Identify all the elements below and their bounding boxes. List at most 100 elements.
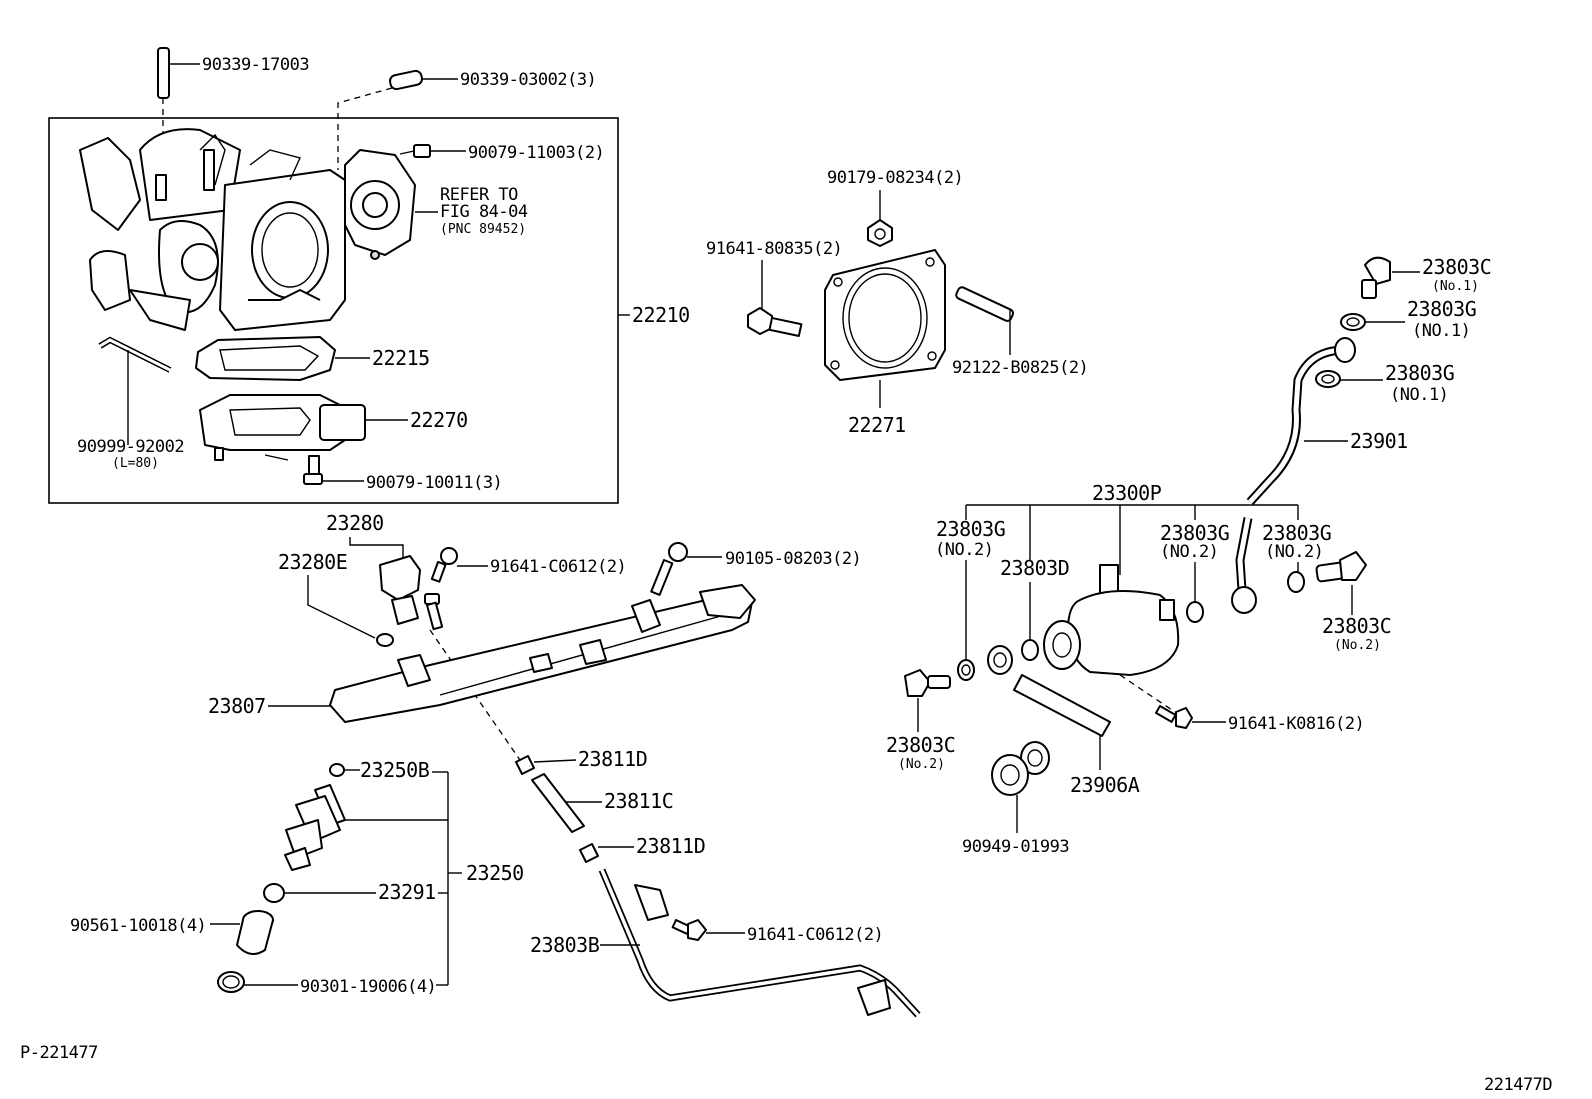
part-23250-fuel-injector[interactable] <box>284 784 346 871</box>
part-92122-B0825-stud[interactable] <box>955 286 1015 355</box>
label-90179-08234: 90179-08234(2) <box>827 168 963 188</box>
part-23803G-no1-washer-a[interactable] <box>1340 313 1405 331</box>
label-23811D-b: 23811D <box>636 834 705 858</box>
refer-note-line1: REFER TO <box>440 185 518 205</box>
label-22270: 22270 <box>410 408 468 432</box>
label-23803G-no2-d: 23803G <box>1160 521 1229 545</box>
label-22210: 22210 <box>632 303 690 327</box>
figure-code: 221477D <box>1484 1075 1552 1095</box>
label-91641-80835: 91641-80835(2) <box>706 239 842 259</box>
label-90301-19006: 90301-19006(4) <box>300 977 436 997</box>
throttle-body-group-box <box>48 117 619 504</box>
bracket-23300P <box>965 504 1299 575</box>
part-23803D-washer[interactable] <box>1021 582 1039 661</box>
label-23280: 23280 <box>326 511 384 535</box>
label-23803C-no1: 23803C <box>1422 255 1491 279</box>
part-throttle-position-sensor[interactable] <box>344 149 416 260</box>
part-23803G-no2-washer-d[interactable] <box>1186 562 1204 623</box>
label-92122-B0825: 92122-B0825(2) <box>952 358 1088 378</box>
part-23811D-clip-b[interactable] <box>579 843 634 863</box>
part-91641-80835-bolt[interactable] <box>747 260 803 337</box>
label-23803G-no1-a: 23803G <box>1407 297 1476 321</box>
part-23811C-hose[interactable] <box>531 773 602 833</box>
part-23803B-fuel-pipe[interactable] <box>598 868 921 1018</box>
part-90949-01993-clamp[interactable] <box>991 741 1050 833</box>
label-23901: 23901 <box>1350 429 1408 453</box>
part-90999-92002-hex-key[interactable] <box>98 336 172 445</box>
refer-note-line3: (PNC 89452) <box>440 222 526 237</box>
label-91641-K0816: 91641-K0816(2) <box>1228 714 1364 734</box>
part-22271-gasket[interactable] <box>824 249 946 408</box>
label-23250: 23250 <box>466 861 524 885</box>
part-91641-C0612-bolt-a[interactable] <box>430 547 488 583</box>
page-code: P-221477 <box>20 1043 98 1063</box>
part-91641-K0816-bolt[interactable] <box>1155 704 1226 729</box>
label-23803C-no1-note: (No.1) <box>1432 279 1479 294</box>
part-90339-03002[interactable] <box>337 69 458 170</box>
label-23906A: 23906A <box>1070 773 1140 797</box>
label-23803B: 23803B <box>530 933 600 957</box>
part-23280E-o-ring[interactable] <box>376 633 394 647</box>
bracket-23280 <box>307 537 404 639</box>
label-23803G-no2-c-note: (NO.2) <box>935 540 993 560</box>
label-23807: 23807 <box>208 694 266 718</box>
part-23803G-no2-washer-e[interactable] <box>1287 562 1305 593</box>
label-91641-C0612-b: 91641-C0612(2) <box>747 925 883 945</box>
part-91641-C0612-bolt-b[interactable] <box>671 919 745 941</box>
part-23250B-o-ring[interactable] <box>329 763 360 777</box>
part-23811D-clip-a[interactable] <box>515 755 577 775</box>
label-23803C-no2-right: 23803C <box>1322 614 1391 638</box>
label-91641-C0612-a: 91641-C0612(2) <box>490 557 626 577</box>
label-23803G-no2-e: 23803G <box>1262 521 1331 545</box>
part-23906A-hose[interactable] <box>987 645 1111 770</box>
label-90949-01993: 90949-01993 <box>962 837 1069 857</box>
part-90561-10018-insulator[interactable] <box>210 910 274 955</box>
part-90105-08203-bolt[interactable] <box>650 542 722 596</box>
label-90105-08203: 90105-08203(2) <box>725 549 861 569</box>
label-23811C: 23811C <box>604 789 673 813</box>
part-22270-iac-valve[interactable] <box>199 394 408 461</box>
part-90079-11003[interactable] <box>399 144 466 158</box>
part-23300P-pressure-regulator[interactable] <box>1043 564 1180 713</box>
part-23803G-no2-washer-c[interactable] <box>957 560 975 681</box>
label-23250B: 23250B <box>360 758 430 782</box>
label-23803G-no1-a-note: (NO.1) <box>1412 321 1470 341</box>
bracket-23250 <box>345 771 462 986</box>
label-23803D: 23803D <box>1000 556 1069 580</box>
label-23300P: 23300P <box>1092 481 1162 505</box>
part-throttle-body[interactable] <box>79 128 346 331</box>
label-90999-92002-note: (L=80) <box>112 456 159 471</box>
part-90339-17003[interactable] <box>157 47 200 200</box>
label-23803C-no2-right-note: (No.2) <box>1334 638 1381 653</box>
label-90561-10018: 90561-10018(4) <box>70 916 206 936</box>
label-23803G-no2-c: 23803G <box>936 517 1005 541</box>
part-23803C-no2-bolt-left[interactable] <box>904 669 951 732</box>
part-23901-fuel-pipe[interactable] <box>1231 337 1356 614</box>
label-23291: 23291 <box>378 880 436 904</box>
part-90079-10011[interactable] <box>303 455 364 485</box>
label-23280E: 23280E <box>278 550 347 574</box>
label-23803C-no2-left-note: (No.2) <box>898 757 945 772</box>
part-23803C-no1-bolt[interactable] <box>1361 256 1420 299</box>
part-90301-19006-o-ring[interactable] <box>217 971 298 993</box>
part-90179-08234-nut[interactable] <box>867 190 893 247</box>
refer-note-line2: FIG 84-04 <box>440 202 528 222</box>
label-23803G-no1-b-note: (NO.1) <box>1390 385 1448 405</box>
part-23803C-no2-bolt-right[interactable] <box>1315 551 1367 615</box>
part-23807-fuel-rail[interactable] <box>268 584 756 723</box>
label-23803G-no2-d-note: (NO.2) <box>1160 542 1218 562</box>
label-22271: 22271 <box>848 413 906 437</box>
part-23291-seal[interactable] <box>263 883 376 903</box>
label-22215: 22215 <box>372 346 430 370</box>
label-23803C-no2-left: 23803C <box>886 733 955 757</box>
label-90999-92002: 90999-92002 <box>77 437 184 457</box>
label-90079-11003: 90079-11003(2) <box>468 143 604 163</box>
label-23803G-no1-b: 23803G <box>1385 361 1454 385</box>
part-23803G-no1-washer-b[interactable] <box>1315 370 1383 388</box>
label-90339-03002: 90339-03002(3) <box>460 70 596 90</box>
label-23803G-no2-e-note: (NO.2) <box>1265 542 1323 562</box>
label-90079-10011: 90079-10011(3) <box>366 473 502 493</box>
label-90339-17003: 90339-17003 <box>202 55 309 75</box>
part-22215-gasket[interactable] <box>195 336 370 381</box>
